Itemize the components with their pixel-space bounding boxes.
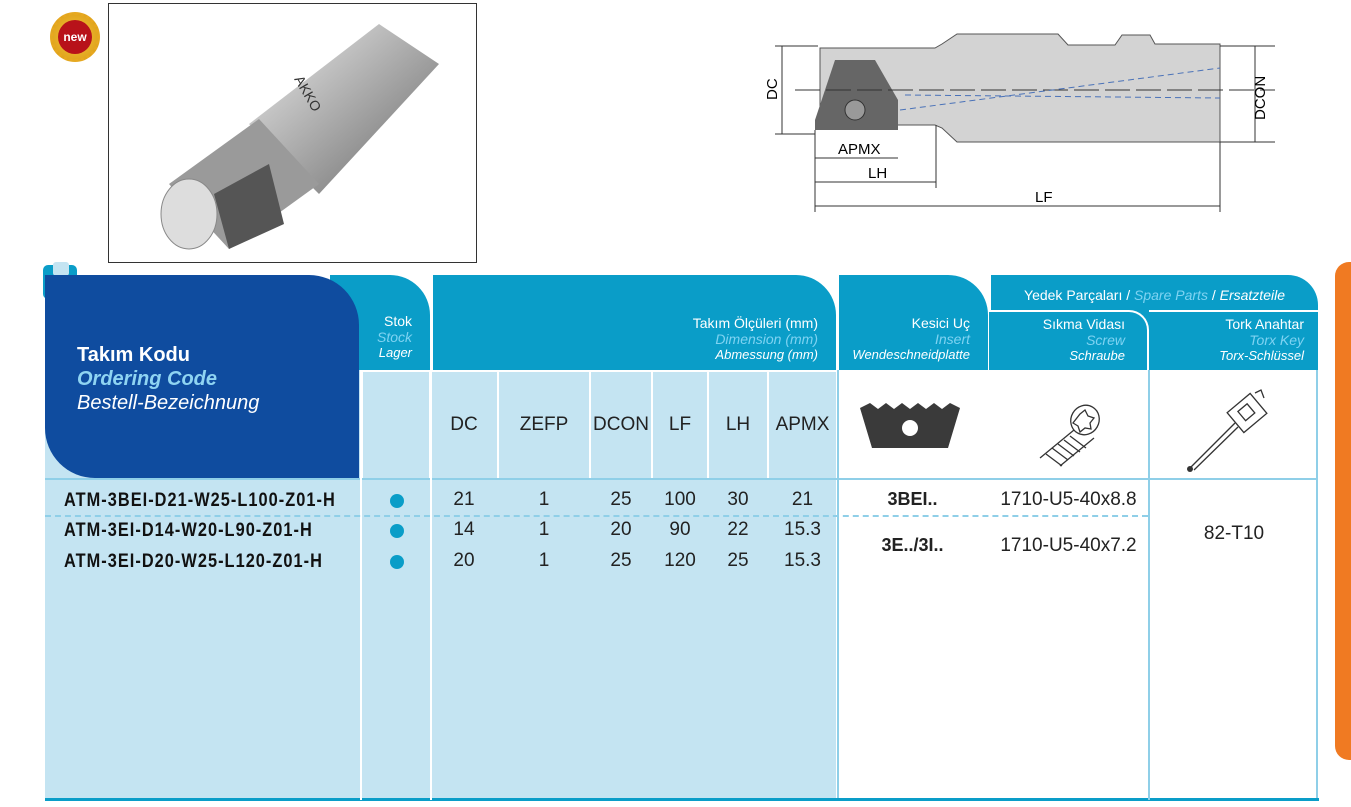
col-apmx: APMX — [769, 372, 836, 478]
key-header-de: Torx-Schlüssel — [1219, 348, 1304, 363]
code-header-de-label: Bestell-Bezeichnung — [77, 392, 260, 414]
corner-tab-notch — [53, 262, 69, 276]
col-lf: LF — [653, 372, 707, 478]
insert-header: Kesici Uç Insert Wendeschneidplatte — [837, 275, 988, 370]
lf-value: 100 — [664, 489, 696, 510]
insert-code: 3E../3I.. — [881, 535, 944, 555]
stock-column-bg — [362, 370, 430, 800]
tool-diagram: DC DCON APMX LH LF — [764, 33, 1275, 212]
product-photo: AKKO — [108, 3, 477, 263]
dcon-value: 20 — [610, 519, 632, 540]
screw-header-de: Schraube — [1069, 348, 1125, 363]
code-header-tr-label: Takım Kodu — [77, 344, 190, 366]
zefp-value: 1 — [538, 519, 550, 540]
dimension-column-headers: DC ZEFP DCON LF LH APMX — [431, 370, 836, 478]
dim-header-en: Dimension (mm) — [715, 331, 818, 347]
stock-header-tr: Stok — [383, 313, 412, 329]
apmx-value: 15.3 — [784, 550, 821, 571]
dcon-value: 25 — [610, 489, 632, 510]
apmx-value: 21 — [791, 489, 814, 510]
new-badge-label: new — [58, 20, 92, 54]
stock-indicator — [390, 555, 404, 569]
insert-header-de: Wendeschneidplatte — [852, 347, 970, 362]
screw-code: 1710-U5-40x7.2 — [1000, 535, 1137, 556]
col-zefp: ZEFP — [499, 372, 589, 478]
dc-label: DC — [764, 78, 781, 100]
insert-icon — [860, 403, 960, 448]
key-header: Tork Anahtar Torx Key Torx-Schlüssel — [1149, 310, 1318, 370]
torx-key-code: 82-T10 — [1203, 523, 1265, 544]
apmx-label: APMX — [838, 141, 881, 158]
stock-icon-cell — [361, 370, 431, 478]
zefp-value: 1 — [538, 550, 550, 571]
screw-header-tr: Sıkma Vidası — [1042, 316, 1125, 332]
screw-header: Sıkma Vidası Screw Schraube — [989, 310, 1149, 370]
torx-key-icon — [1187, 389, 1268, 472]
lh-label: LH — [868, 165, 887, 182]
row-separator — [45, 515, 1148, 517]
key-header-tr: Tork Anahtar — [1225, 316, 1304, 332]
spare-header-de: Ersatzteile — [1219, 287, 1285, 303]
col-dcon: DCON — [591, 372, 651, 478]
dc-value: 21 — [453, 489, 475, 510]
insert-code: 3BEI.. — [887, 489, 938, 509]
lh-value: 30 — [727, 489, 749, 510]
screw-code: 1710-U5-40x8.8 — [1000, 489, 1137, 510]
lh-value: 25 — [727, 550, 749, 571]
lf-value: 90 — [669, 519, 691, 540]
col-dc: DC — [431, 372, 497, 478]
dcon-label: DCON — [1252, 76, 1269, 120]
dc-value: 20 — [453, 550, 475, 571]
code-header-text: Takım Kodu Ordering Code Bestell-Bezeich… — [77, 343, 259, 415]
screw-icon — [1039, 404, 1100, 467]
stock-indicator — [390, 524, 404, 538]
code-header-en-label: Ordering Code — [77, 368, 218, 390]
col-lh: LH — [709, 372, 767, 478]
lh-value: 22 — [727, 519, 749, 540]
code-header-shape — [45, 275, 359, 478]
ordering-code[interactable]: ATM-3EI-D14-W20-L90-Z01-H — [64, 520, 313, 541]
orange-side-tab — [1335, 262, 1351, 760]
spare-header-sep: / — [1126, 287, 1131, 303]
ordering-code[interactable]: ATM-3BEI-D21-W25-L100-Z01-H — [64, 490, 336, 511]
spare-header-sep2: / — [1211, 287, 1216, 303]
dcon-value: 25 — [610, 550, 632, 571]
insert-header-en: Insert — [934, 331, 970, 347]
table-bottom-rule — [45, 798, 1319, 801]
zefp-value: 1 — [538, 489, 550, 510]
stock-header-de: Lager — [378, 345, 412, 360]
key-header-en: Torx Key — [1249, 332, 1304, 348]
spare-header-tr: Yedek Parçaları — [1024, 287, 1123, 303]
ordering-code[interactable]: ATM-3EI-D20-W25-L120-Z01-H — [64, 551, 323, 572]
lf-label: LF — [1035, 189, 1053, 206]
stock-indicator — [390, 494, 404, 508]
new-badge: new — [50, 12, 100, 62]
dim-header-tr: Takım Ölçüleri (mm) — [692, 315, 818, 331]
dc-value: 14 — [453, 519, 475, 540]
lf-value: 120 — [664, 550, 696, 571]
insert-header-tr: Kesici Uç — [911, 315, 970, 331]
apmx-value: 15.3 — [784, 519, 821, 540]
dimension-header: Takım Ölçüleri (mm) Dimension (mm) Abmes… — [431, 275, 836, 370]
dim-header-de: Abmessung (mm) — [715, 347, 818, 362]
screw-header-en: Screw — [1086, 332, 1125, 348]
header-divider — [45, 478, 1318, 480]
stock-header-en: Stock — [376, 329, 412, 345]
spare-header-en: Spare Parts — [1134, 287, 1208, 303]
